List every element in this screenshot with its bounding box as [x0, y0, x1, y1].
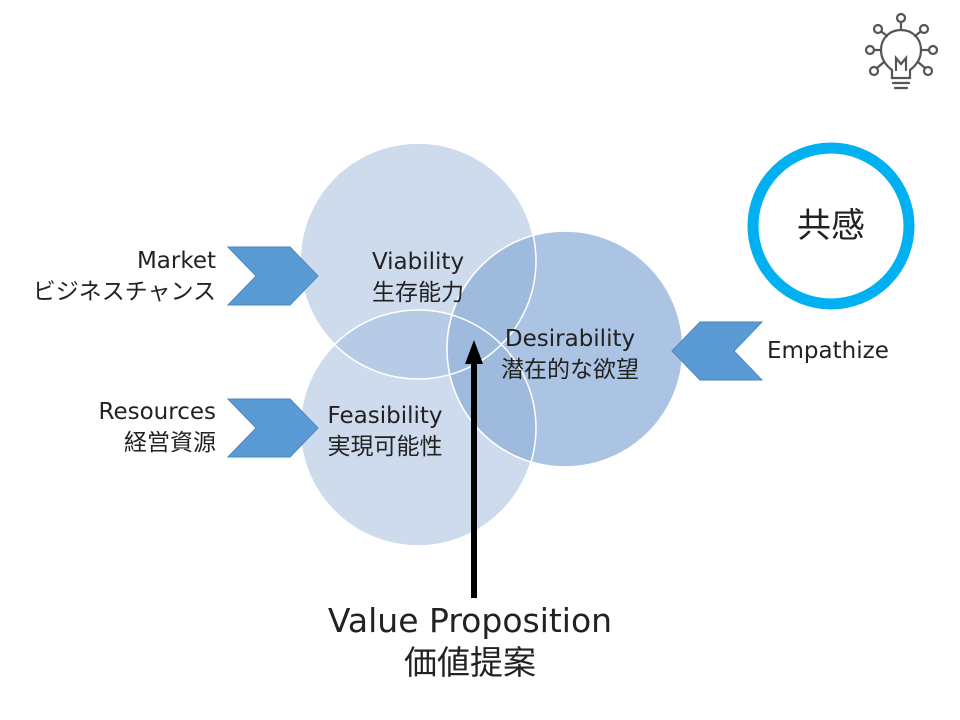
resources-en: Resources — [98, 399, 216, 425]
viability-label: Viability 生存能力 — [328, 247, 508, 309]
desirability-en: Desirability — [504, 326, 636, 352]
value-proposition-label: Value Proposition 価値提案 — [260, 600, 680, 684]
value-proposition-arrowhead — [465, 340, 483, 364]
desirability-ja: 潜在的な欲望 — [501, 357, 639, 383]
feasibility-label: Feasibility 実現可能性 — [295, 401, 475, 463]
empathy-ring-label: 共感 — [797, 206, 865, 246]
resources-label: Resources 経営資源 — [10, 397, 216, 459]
resources-ja: 経営資源 — [124, 430, 216, 456]
value-proposition-en: Value Proposition — [327, 601, 613, 640]
resources-chevron — [226, 398, 319, 458]
viability-ja: 生存能力 — [372, 280, 464, 306]
feasibility-en: Feasibility — [327, 403, 443, 429]
desirability-feasibility-overlap — [447, 310, 536, 467]
feasibility-ja: 実現可能性 — [327, 434, 443, 460]
empathy-ring — [747, 142, 915, 310]
value-proposition-ja: 価値提案 — [404, 643, 536, 682]
desirability-viability-overlap — [447, 231, 536, 379]
empathize-en: Empathize — [767, 338, 889, 364]
empathize-label: Empathize — [767, 336, 889, 367]
market-en: Market — [136, 248, 216, 274]
viability-en: Viability — [371, 249, 465, 275]
market-chevron — [226, 246, 319, 306]
desirability-label: Desirability 潜在的な欲望 — [480, 324, 660, 386]
empathize-chevron — [671, 321, 764, 381]
market-label: Market ビジネスチャンス — [10, 246, 216, 308]
lightbulb-network-icon — [864, 12, 939, 90]
market-ja: ビジネスチャンス — [32, 279, 216, 305]
